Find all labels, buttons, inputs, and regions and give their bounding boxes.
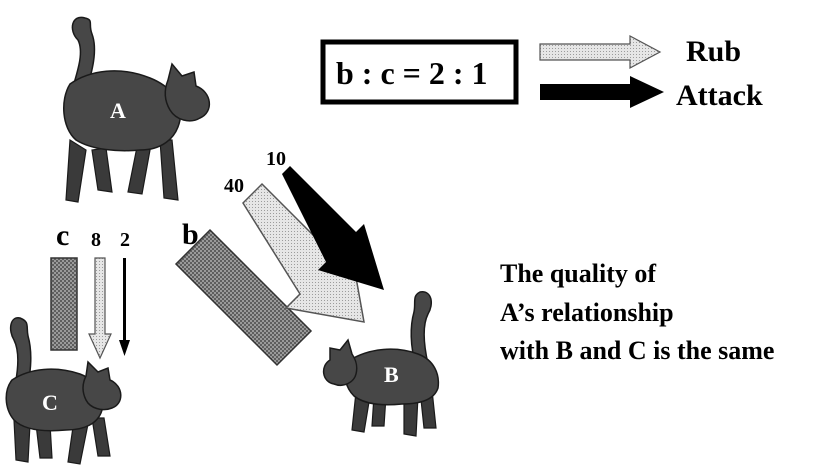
relationship-to-c: c 8 2 [50, 219, 130, 360]
rub-count-to-b: 40 [224, 175, 244, 197]
attack-legend-arrow [540, 76, 664, 108]
cat-c-label: C [42, 390, 58, 415]
description-line-3: with B and C is the same [500, 336, 774, 365]
cat-b: B [322, 291, 440, 437]
attack-arrow-to-b [282, 166, 384, 290]
rub-legend-label: Rub [686, 35, 741, 68]
attack-arrow-to-c [119, 258, 130, 356]
cat-a-label: A [110, 98, 126, 123]
description: The quality of A’s relationship with B a… [500, 259, 774, 365]
legend: b : c = 2 : 1 Rub Attack [320, 35, 763, 112]
attack-count-to-b: 10 [266, 148, 286, 170]
attack-count-to-c: 2 [120, 229, 130, 251]
ratio-box [320, 39, 519, 105]
ratio-text: b : c = 2 : 1 [336, 55, 488, 91]
description-line-1: The quality of [500, 259, 656, 288]
relationship-bar-to-b [174, 228, 313, 367]
rub-legend-arrow [539, 35, 662, 69]
rub-arrow-to-c [88, 257, 112, 360]
letter-c: c [56, 219, 69, 252]
cat-a: A [63, 16, 210, 203]
relationship-to-b: b 40 10 [174, 148, 384, 367]
relationship-bar-to-c [50, 257, 78, 351]
letter-b: b [182, 218, 199, 251]
description-line-2: A’s relationship [500, 298, 674, 327]
rub-arrow-to-b [242, 182, 365, 323]
rub-count-to-c: 8 [91, 229, 101, 251]
attack-legend-label: Attack [676, 79, 763, 112]
cat-b-label: B [384, 362, 399, 387]
cat-c: C [5, 317, 122, 465]
